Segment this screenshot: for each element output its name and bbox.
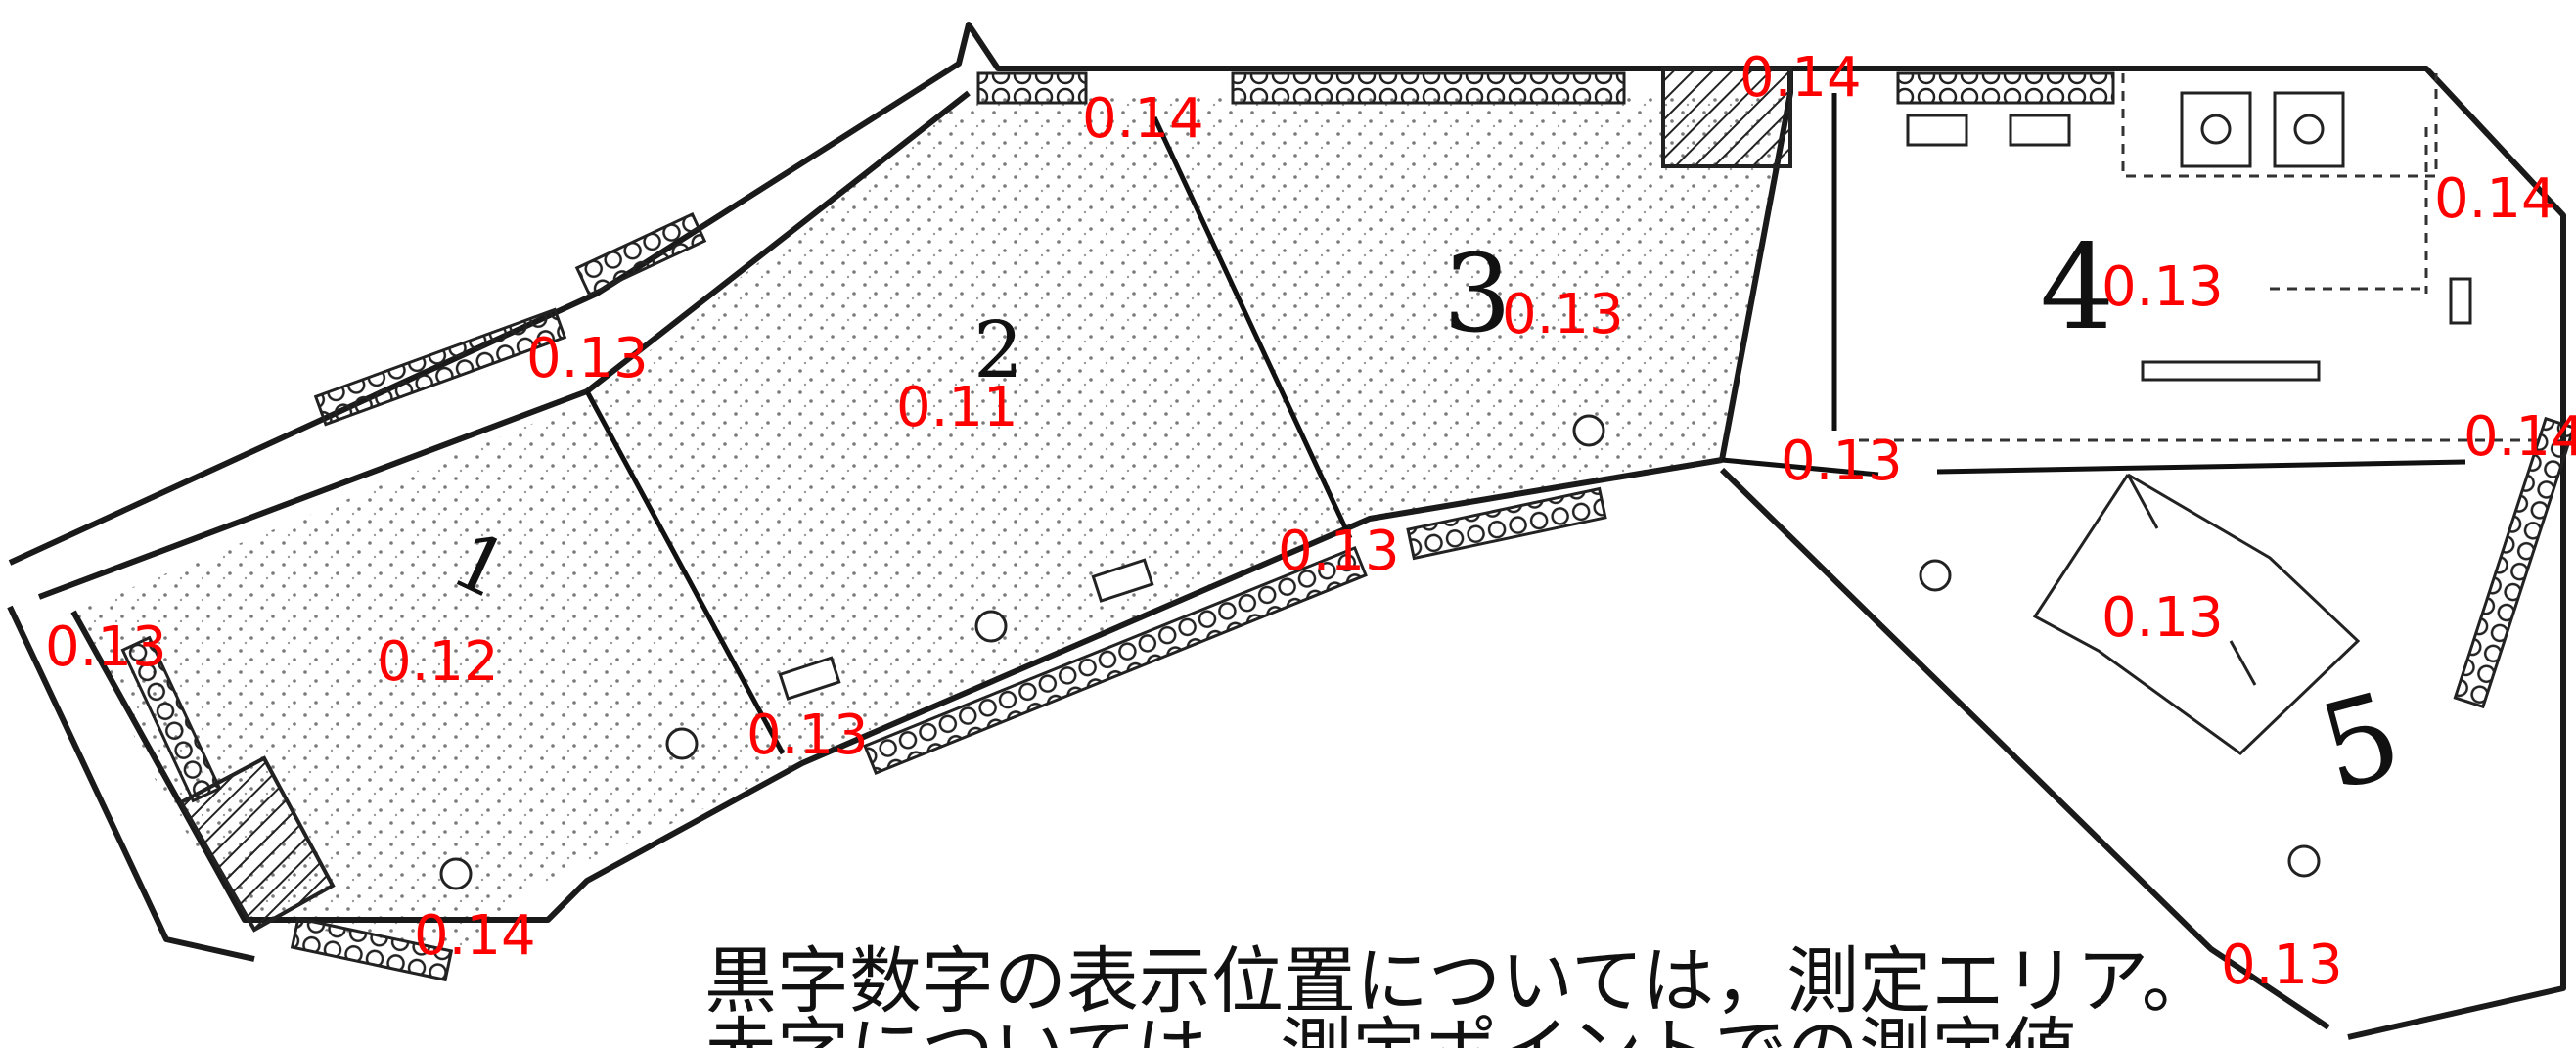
hatched-block-bottom <box>178 755 336 933</box>
measurement-value: 0.12 <box>377 630 499 694</box>
planter-bottom-center <box>863 545 1368 776</box>
area-number-4: 4 <box>2040 220 2114 356</box>
measurement-value: 0.13 <box>1502 283 1624 346</box>
equipment <box>778 91 2472 701</box>
measurement-value: 0.13 <box>2101 586 2224 650</box>
measurement-value: 0.13 <box>1781 430 1903 493</box>
measurement-value: 0.13 <box>2101 255 2224 319</box>
area-dividers <box>584 93 2466 755</box>
measurement-value: 0.14 <box>2463 405 2576 469</box>
measurement-value: 0.13 <box>1278 520 1400 583</box>
note-line-1: 黒字数字の表示位置については，測定エリア。 <box>704 939 2214 1024</box>
planter-top-right <box>1896 71 2115 105</box>
measurement-values: 0.14 0.14 0.14 0.13 0.13 0.13 0.11 0.14 … <box>45 46 2576 997</box>
measurement-value: 0.13 <box>526 327 649 390</box>
area5-fixture <box>2032 473 2361 755</box>
measurement-value: 0.14 <box>414 904 536 968</box>
planter-right-edge <box>2453 416 2576 709</box>
planter-top-left <box>976 71 1088 105</box>
measurement-value: 0.14 <box>1082 87 1204 151</box>
hatched-block-top <box>1661 67 1792 168</box>
planter-left-upper <box>313 307 567 427</box>
measurement-value: 0.13 <box>746 704 869 767</box>
c-markers <box>439 414 2321 890</box>
stippled-floor-area <box>73 93 1790 949</box>
measurement-value: 0.13 <box>2221 934 2343 997</box>
note-line-2: 赤字については，測定ポイントでの測定値。 <box>704 1010 2148 1048</box>
planter-bottom-right <box>1406 486 1607 561</box>
measurement-value: 0.11 <box>896 376 1018 439</box>
measurement-value: 0.14 <box>1740 46 1862 110</box>
planter-bottom-left <box>290 916 454 982</box>
planter-top-center <box>1231 71 1626 105</box>
planter-left-top <box>574 211 707 297</box>
note-background <box>685 925 2172 1048</box>
area-number-2: 2 <box>973 304 1023 395</box>
dashed-partitions <box>1859 73 2544 442</box>
area-number-5: 5 <box>2307 667 2415 818</box>
area-number-3: 3 <box>1443 231 1512 356</box>
measurement-value: 0.13 <box>45 615 167 679</box>
measurement-value: 0.14 <box>2434 167 2556 231</box>
planter-rows <box>120 71 2576 982</box>
